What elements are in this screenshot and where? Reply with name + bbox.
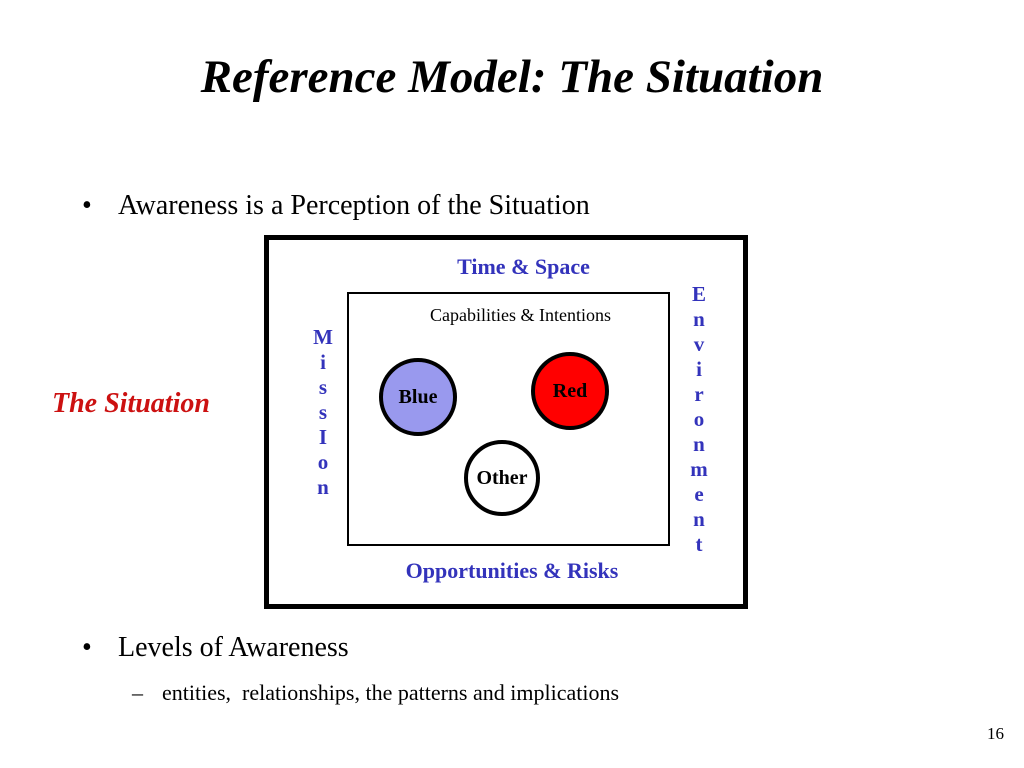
other-entity-circle: Other <box>464 440 540 516</box>
red-entity-label: Red <box>552 379 588 402</box>
situation-outer-frame <box>264 235 748 609</box>
sub-bullet-marker: – <box>132 680 143 705</box>
other-entity-label: Other <box>476 466 528 489</box>
red-entity-circle: Red <box>531 352 609 430</box>
blue-entity-circle: Blue <box>379 358 457 436</box>
situation-label: The Situation <box>52 388 210 419</box>
mission-letter: i <box>320 350 326 374</box>
bullet-text: Awareness is a Perception of the Situati… <box>118 190 590 221</box>
mission-letter: o <box>317 450 329 474</box>
environment-letter: r <box>694 382 704 406</box>
environment-letter: t <box>695 532 703 556</box>
environment-letter: i <box>696 357 702 381</box>
bullet-marker: • <box>82 190 92 221</box>
environment-letter: E <box>691 282 706 306</box>
environment-letter: v <box>693 332 705 356</box>
bullet-awareness: • Awareness is a Perception of the Situat… <box>82 190 590 222</box>
slide-title: Reference Model: The Situation <box>200 51 824 103</box>
environment-letter: m <box>690 457 708 481</box>
capabilities-inner-frame <box>347 292 670 546</box>
time-space-label: Time & Space <box>457 254 590 279</box>
sub-bullet-entities: –entities, relationships, the patterns a… <box>132 680 619 706</box>
environment-letter: n <box>693 307 705 331</box>
mission-letter: s <box>318 375 328 399</box>
capabilities-intentions-label: Capabilities & Intentions <box>430 305 611 325</box>
environment-vertical-label: E n v i r o n m e n t <box>684 282 714 557</box>
mission-letter: n <box>317 475 329 499</box>
opportunities-risks-label: Opportunities & Risks <box>405 558 619 583</box>
sub-bullet-text: entities, relationships, the patterns an… <box>162 680 620 705</box>
page-number: 16 <box>987 724 1004 743</box>
environment-letter: o <box>693 407 705 431</box>
bullet-levels: • Levels of Awareness <box>82 632 349 664</box>
mission-letter: s <box>318 400 328 424</box>
environment-letter: n <box>693 432 705 456</box>
mission-vertical-label: M i s s I o n <box>308 325 338 500</box>
environment-letter: e <box>694 482 704 506</box>
bullet-text: Levels of Awareness <box>118 632 349 663</box>
bullet-marker: • <box>82 632 92 663</box>
environment-letter: n <box>693 507 705 531</box>
blue-entity-label: Blue <box>398 385 438 408</box>
mission-letter: I <box>318 425 328 449</box>
mission-letter: M <box>313 325 333 349</box>
